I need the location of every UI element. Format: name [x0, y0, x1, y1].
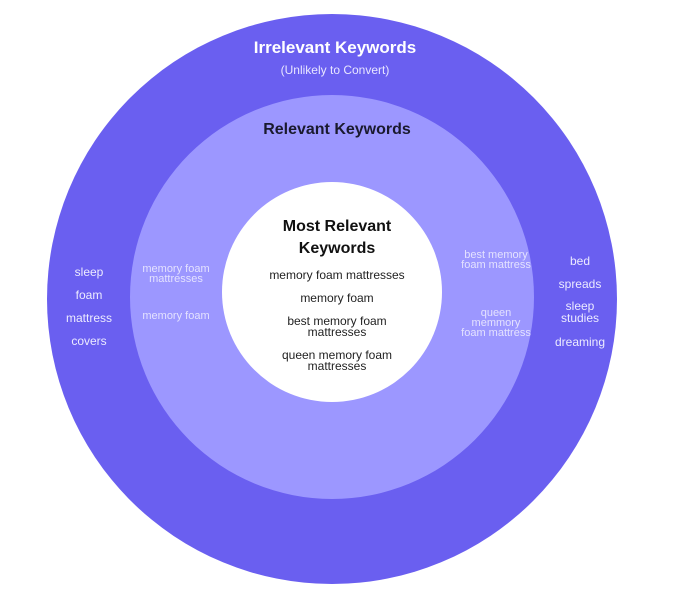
irrelevant-keywords-title: Irrelevant Keywords — [253, 38, 417, 57]
outer-left-keyword: sleep — [74, 265, 104, 279]
inner-keyword: memory foam mattresses — [269, 268, 405, 282]
outer-right-keyword: sleep studies — [560, 299, 600, 325]
irrelevant-keywords-subtitle: (Unlikely to Convert) — [280, 63, 390, 77]
middle-left-keyword: memory foam mattresses — [142, 263, 210, 285]
inner-keyword: queen memory foam mattresses — [281, 348, 393, 373]
middle-right-keyword: best memory foam mattress — [461, 249, 531, 271]
inner-keyword: memory foam — [300, 291, 374, 305]
outer-right-keyword: bed — [569, 254, 591, 268]
outer-left-keyword: foam — [75, 288, 103, 302]
most-relevant-keywords-ring — [222, 182, 442, 402]
inner-keyword: best memory foam mattresses — [287, 314, 387, 339]
middle-left-keyword: memory foam — [142, 310, 210, 322]
outer-right-keyword: dreaming — [554, 335, 606, 349]
most-relevant-keywords-title: Most Relevant Keywords — [282, 218, 392, 257]
outer-left-keyword: mattress — [65, 311, 112, 325]
outer-right-keyword: spreads — [558, 277, 602, 291]
relevant-keywords-title: Relevant Keywords — [263, 121, 411, 138]
outer-left-keyword: covers — [71, 334, 107, 348]
middle-right-keyword: queen memmory foam mattress — [461, 307, 531, 339]
